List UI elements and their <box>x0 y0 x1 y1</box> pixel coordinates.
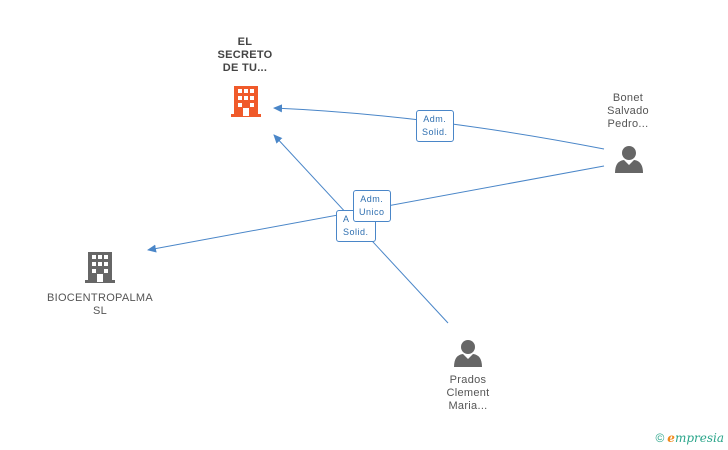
edge-label-adm-solid: Adm. Solid. <box>416 110 454 142</box>
node-label-biocentro[interactable]: BIOCENTROPALMA SL <box>46 292 154 317</box>
edge-label-adm-unico: Adm. Unico <box>353 190 391 222</box>
person-icon[interactable] <box>615 146 643 173</box>
node-label-prados[interactable]: Prados Clement Maria... <box>446 374 490 412</box>
node-label-secreto[interactable]: EL SECRETO DE TU... <box>217 36 273 74</box>
building-icon[interactable] <box>231 86 261 117</box>
copyright-icon: © <box>655 431 665 445</box>
node-label-bonet[interactable]: Bonet Salvado Pedro... <box>607 92 649 130</box>
empresia-watermark: ©empresia <box>655 431 724 445</box>
building-icon[interactable] <box>85 252 115 283</box>
person-icon[interactable] <box>454 340 482 367</box>
